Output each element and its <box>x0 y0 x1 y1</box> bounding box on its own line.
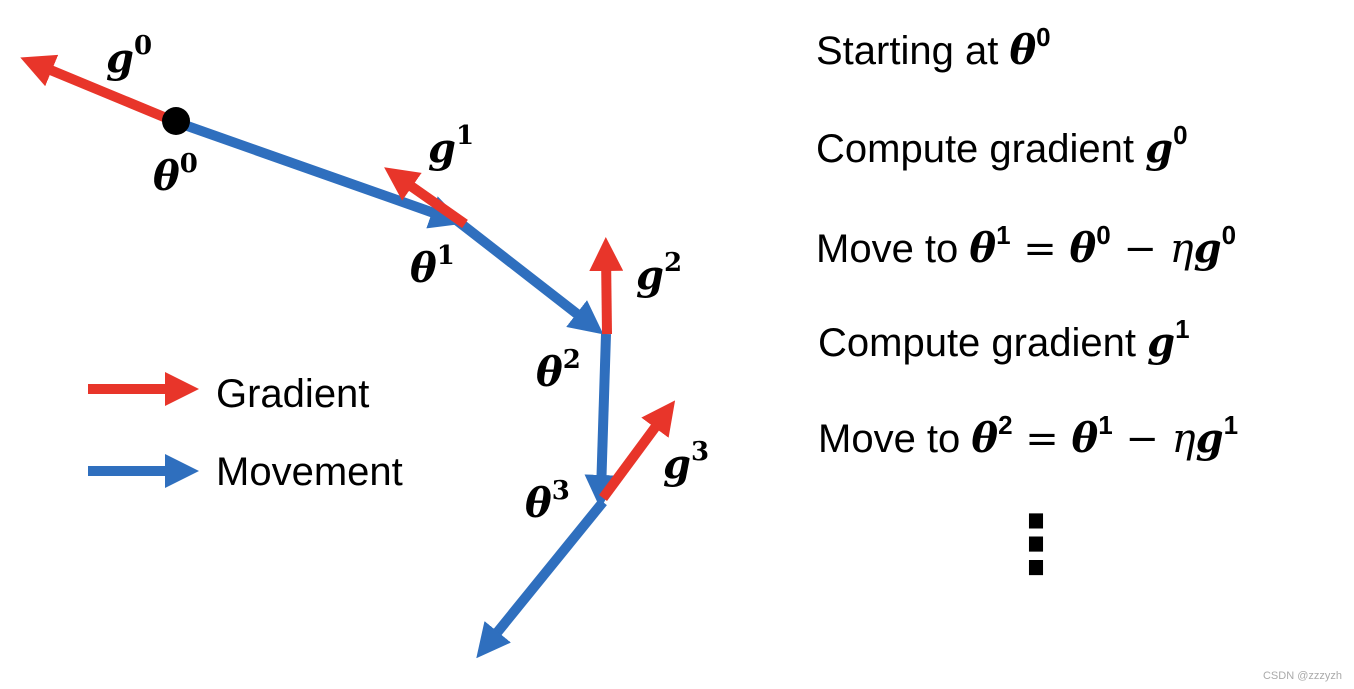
step-starting-at: Starting at θ0 <box>816 22 1051 74</box>
gradient-arrow-g1 <box>384 167 468 229</box>
label-theta1: θ1 <box>410 241 455 292</box>
label-g1: g1 <box>428 121 474 172</box>
step-compute-gradient-0: Compute gradient g0 <box>816 120 1188 172</box>
movement-arrow-3-onward <box>476 498 607 659</box>
label-g2: g2 <box>636 248 682 299</box>
label-g0: g0 <box>106 31 152 82</box>
gradient-arrow-g2 <box>589 237 624 335</box>
legend: Gradient Movement <box>88 371 403 494</box>
algorithm-steps: Starting at θ0 Compute gradient g0 Move … <box>816 22 1238 591</box>
legend-gradient-label: Gradient <box>216 372 369 416</box>
steps-ellipsis: ⋮ <box>996 498 1076 591</box>
movement-arrow-2-to-3 <box>584 333 619 509</box>
step-move-to-theta2: Move to θ2 = θ1 − ηg1 <box>818 410 1238 462</box>
movement-path <box>174 117 619 659</box>
step-move-to-theta1: Move to θ1 = θ0 − ηg0 <box>816 220 1236 272</box>
movement-arrow-1-to-2 <box>451 215 604 335</box>
gradient-arrow-g0 <box>20 54 178 127</box>
start-point <box>162 107 190 135</box>
watermark: CSDN @zzzyzh <box>1263 670 1342 682</box>
step-compute-gradient-1: Compute gradient g1 <box>818 314 1190 366</box>
label-theta3: θ3 <box>525 476 570 527</box>
movement-arrow-0-to-1 <box>174 117 465 229</box>
legend-movement-label: Movement <box>216 450 403 494</box>
gradient-arrows <box>20 54 676 501</box>
label-theta2: θ2 <box>536 345 581 396</box>
label-g3: g3 <box>663 437 709 488</box>
gradient-arrow-g3 <box>598 400 676 501</box>
label-theta0: θ0 <box>153 149 198 200</box>
